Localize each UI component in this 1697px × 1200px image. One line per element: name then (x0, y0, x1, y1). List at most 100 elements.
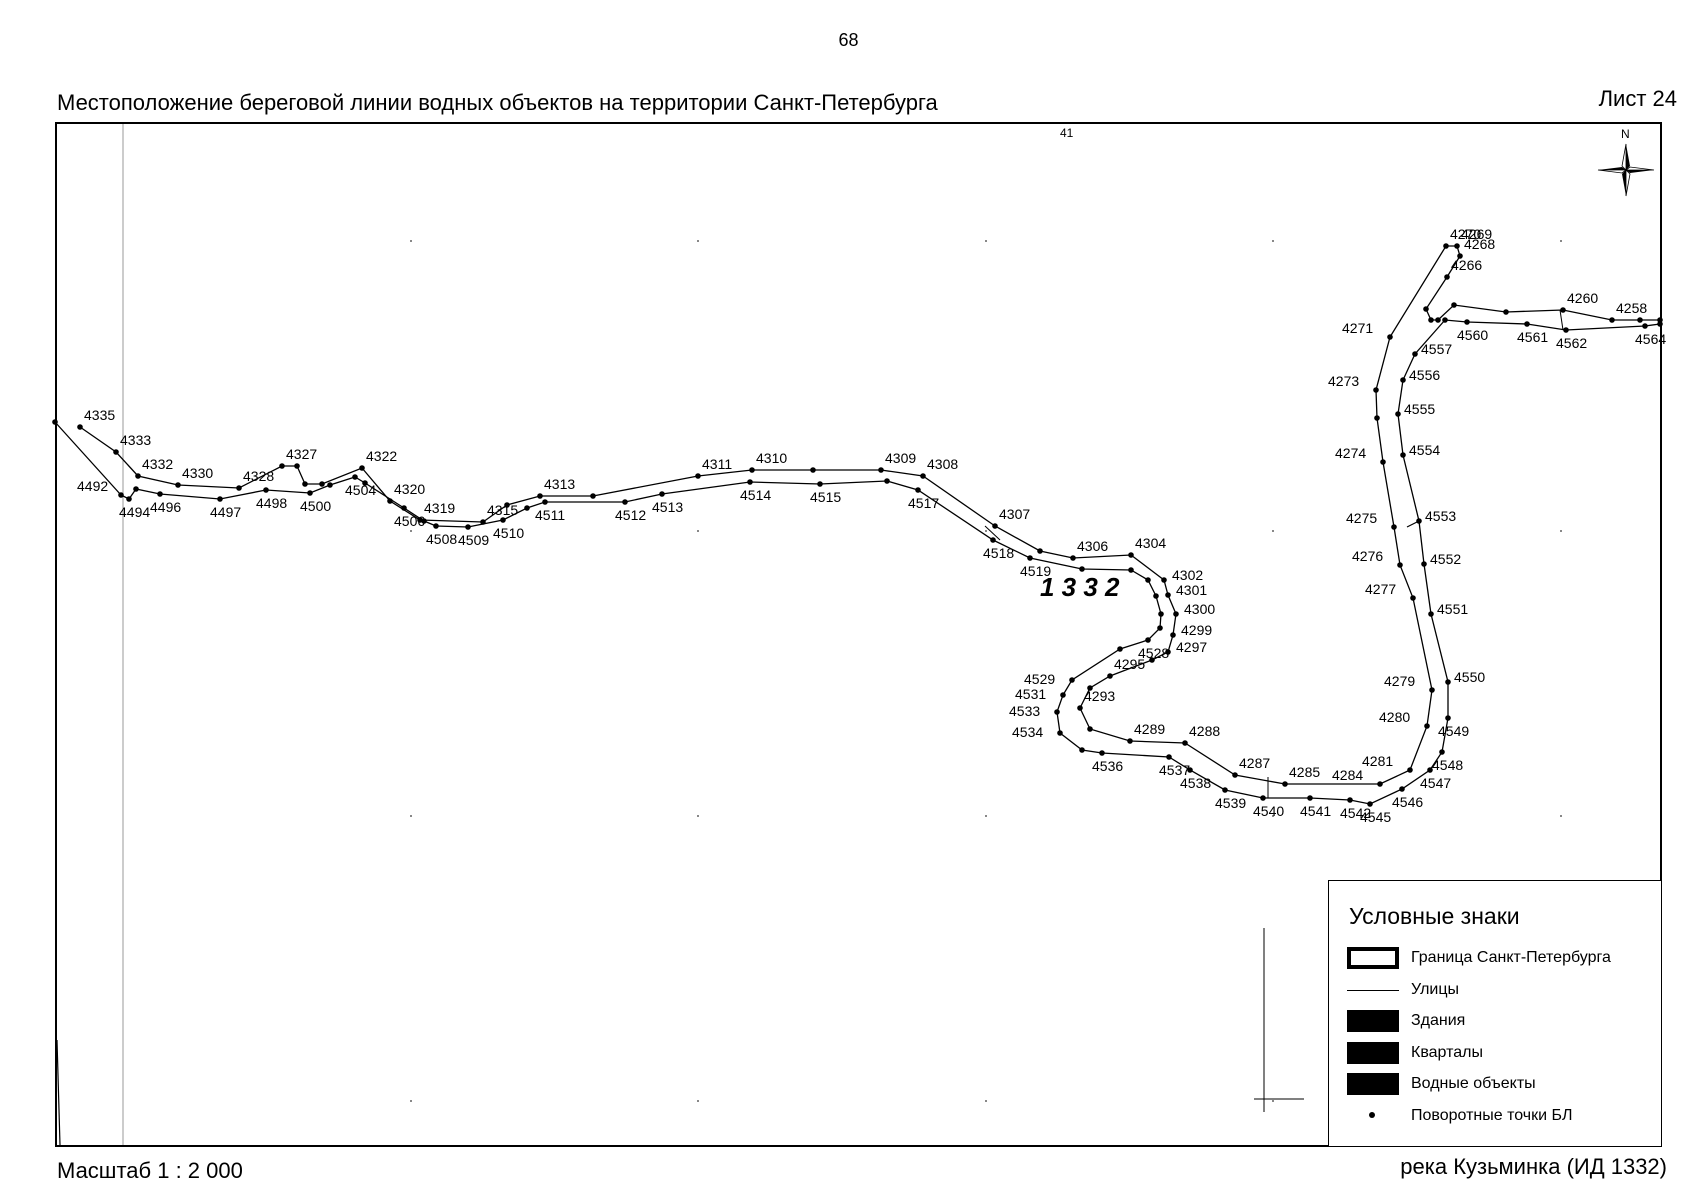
map-title: Местоположение береговой линии водных об… (57, 90, 938, 115)
dot-icon (1347, 1105, 1399, 1127)
shore-point (622, 499, 628, 505)
point-label: 4284 (1332, 767, 1363, 783)
point-label: 4274 (1335, 445, 1366, 461)
shore-point (1445, 715, 1451, 721)
north-shoreline (79, 245, 1660, 785)
shore-point (1642, 323, 1648, 329)
shore-point (1429, 687, 1435, 693)
shore-point (1377, 781, 1383, 787)
point-label: 4301 (1176, 582, 1207, 598)
grid-tick (1560, 815, 1562, 817)
grid-tick (1272, 1100, 1274, 1102)
shore-point (1161, 577, 1167, 583)
shore-point (157, 491, 163, 497)
legend-item-streets: Улицы (1347, 979, 1657, 1003)
shore-point (1165, 649, 1171, 655)
shore-point (1657, 321, 1663, 327)
point-label: 4564 (1635, 331, 1666, 347)
shore-point (1407, 767, 1413, 773)
legend: Условные знаки Граница Санкт-Петербурга … (1328, 880, 1662, 1147)
shore-point (1380, 459, 1386, 465)
point-label: 4533 (1009, 703, 1040, 719)
point-label: 4279 (1384, 673, 1415, 689)
shore-point (319, 481, 325, 487)
shore-point (1099, 750, 1105, 756)
point-label: 4288 (1189, 723, 1220, 739)
shore-point (1423, 306, 1429, 312)
shore-point (1027, 555, 1033, 561)
point-label: 4542 (1340, 805, 1371, 821)
shore-point (749, 467, 755, 473)
connector-line (984, 525, 1001, 541)
point-label: 4548 (1432, 757, 1463, 773)
grid-tick (697, 530, 699, 532)
point-label: 4518 (983, 545, 1014, 561)
shore-point (1428, 611, 1434, 617)
legend-item-label: Поворотные точки БЛ (1411, 1107, 1573, 1124)
shore-point (118, 492, 124, 498)
shore-point (1222, 787, 1228, 793)
shore-point (1524, 321, 1530, 327)
connector-line (1406, 520, 1420, 528)
grid-tick (410, 530, 412, 532)
point-label: 4287 (1239, 755, 1270, 771)
shore-point (359, 465, 365, 471)
point-label: 4310 (756, 450, 787, 466)
shore-point (1503, 309, 1509, 315)
legend-item-buildings: Здания (1347, 1010, 1657, 1034)
point-label: 4327 (286, 446, 317, 462)
point-label: 4309 (885, 450, 916, 466)
point-label: 4547 (1420, 775, 1451, 791)
compass-north-label: N (1621, 127, 1630, 141)
shore-point (1282, 781, 1288, 787)
grid-tick (697, 240, 699, 242)
grid-tick (985, 1100, 987, 1102)
point-label: 4519 (1020, 563, 1051, 579)
shore-point (1397, 562, 1403, 568)
shore-point (352, 474, 358, 480)
shore-point (1410, 595, 1416, 601)
shore-point (126, 496, 132, 502)
point-label: 4545 (1360, 809, 1391, 825)
point-label: 4510 (493, 525, 524, 541)
shore-point (362, 480, 368, 486)
point-label: 4277 (1365, 581, 1396, 597)
shore-point (1182, 740, 1188, 746)
grid-ticks (410, 240, 1562, 1102)
shore-point (1400, 452, 1406, 458)
point-label: 4549 (1438, 723, 1469, 739)
shore-point (817, 481, 823, 487)
shore-point (1424, 723, 1430, 729)
grid-tick (985, 240, 987, 242)
shore-point (236, 485, 242, 491)
shore-point (1373, 387, 1379, 393)
point-label: 4313 (544, 476, 575, 492)
point-label: 4540 (1253, 803, 1284, 819)
point-label: 4328 (243, 468, 274, 484)
shore-point (1128, 567, 1134, 573)
shore-point (1153, 593, 1159, 599)
point-label: 4285 (1289, 764, 1320, 780)
river-caption: река Кузьминка (ИД 1332) (1400, 1154, 1667, 1179)
point-label: 4541 (1300, 803, 1331, 819)
point-label: 4511 (535, 507, 565, 523)
shore-point (1637, 317, 1643, 323)
shore-point (1387, 334, 1393, 340)
shore-point (327, 482, 333, 488)
shore-point (1399, 786, 1405, 792)
shore-point (1165, 592, 1171, 598)
point-label: 4498 (256, 495, 287, 511)
sheet-label: Лист 24 (1598, 86, 1677, 111)
point-label: 4536 (1092, 758, 1123, 774)
point-label: 4552 (1430, 551, 1461, 567)
grid-tick (697, 815, 699, 817)
shore-point (590, 493, 596, 499)
shore-point (1069, 677, 1075, 683)
shore-point (1127, 738, 1133, 744)
shore-point (695, 473, 701, 479)
point-label: 4275 (1346, 510, 1377, 526)
shore-point (1395, 411, 1401, 417)
